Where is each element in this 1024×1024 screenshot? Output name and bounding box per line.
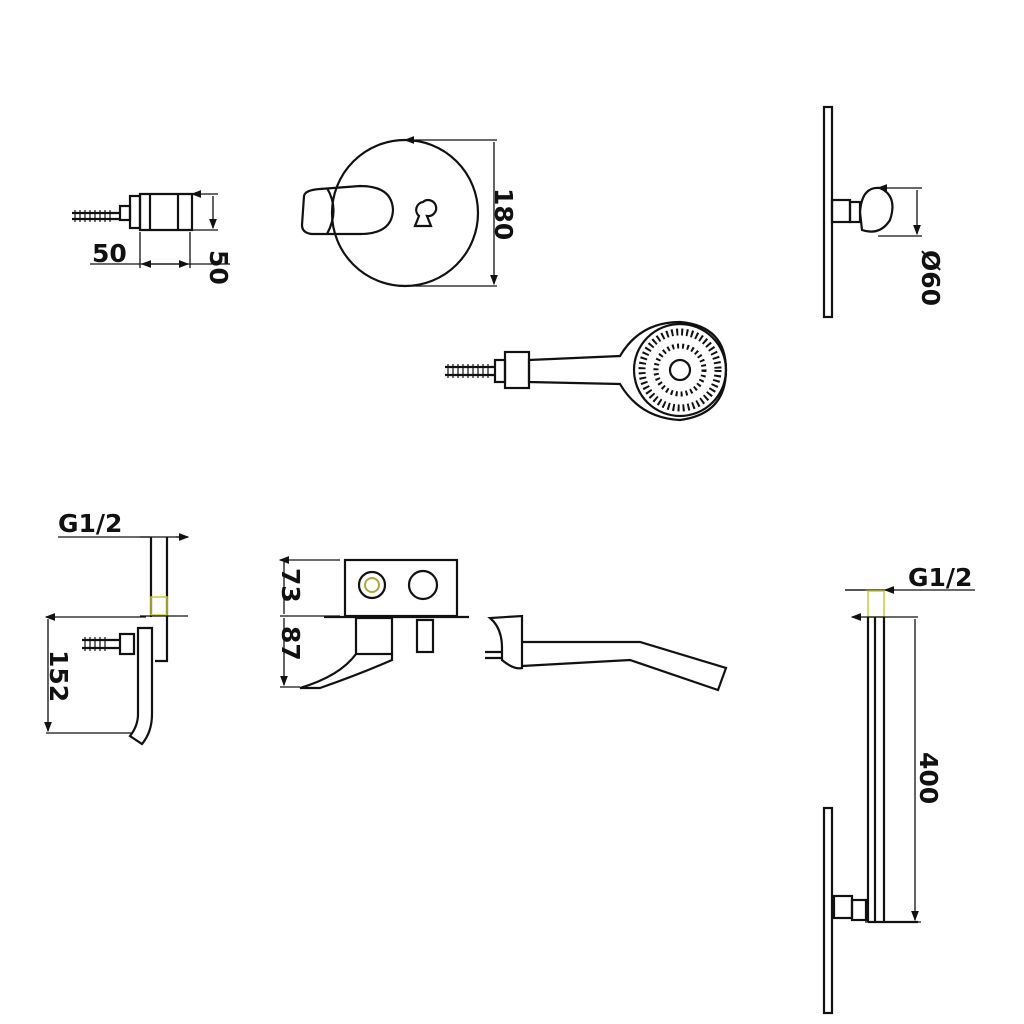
dim-box-depth: 73 — [276, 568, 305, 603]
dim-valve-width: 50 — [92, 239, 127, 268]
dim-spout-height: 152 — [44, 650, 73, 702]
dim-plate-diameter: 180 — [489, 188, 518, 240]
hose-connector-side-view — [72, 194, 230, 268]
dim-handle-depth: 87 — [276, 626, 305, 661]
dim-rail-length: 400 — [914, 752, 943, 804]
spout-side-view — [46, 537, 188, 746]
dim-valve-height: 50 — [204, 250, 233, 285]
wall-holder-side-view — [822, 105, 922, 319]
dim-spout-thread: G1/2 — [58, 509, 122, 538]
dim-holder-diameter: Ø60 — [916, 250, 945, 306]
mixer-box-side-view — [280, 560, 469, 688]
slide-rail-side-view — [822, 590, 975, 1015]
hand-shower-side-view — [485, 614, 728, 692]
hand-shower — [445, 320, 728, 422]
dim-rail-thread: G1/2 — [908, 563, 972, 592]
mixer-plate-front-view — [300, 140, 497, 286]
